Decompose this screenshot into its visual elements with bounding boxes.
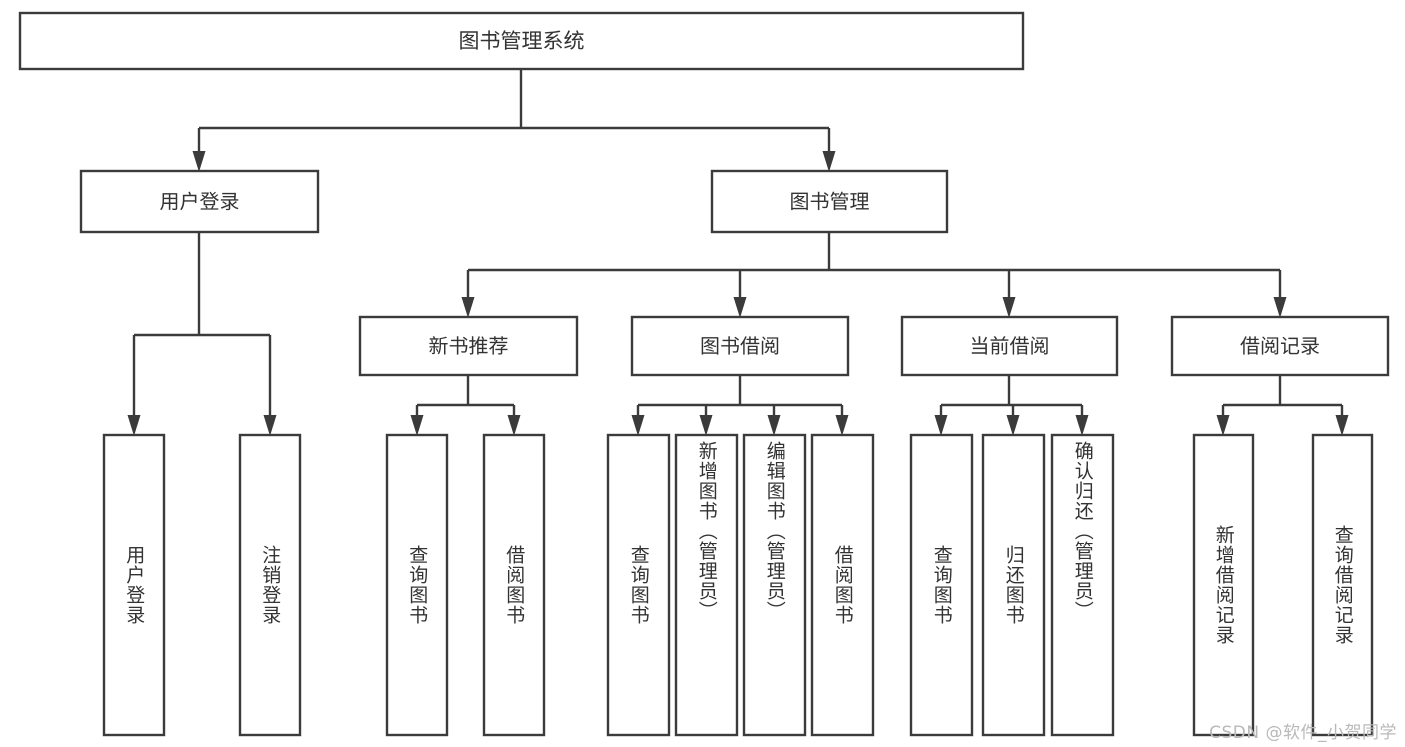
node-label: 当前借阅 [970,334,1050,358]
connector-group-图书借阅 [631,375,849,436]
arrow-head-icon [1075,415,1089,436]
node-l3-新书推荐[interactable] [358,315,579,377]
node-root-图书管理系统[interactable] [18,11,1025,71]
arrow-head-icon [767,415,781,436]
arrow-head-icon [699,415,713,436]
node-leaf-查询借阅记录[interactable] [1311,433,1374,737]
node-label: 图书管理 [790,190,870,214]
arrow-head-icon [263,415,277,436]
node-label: 借阅记录 [1240,334,1320,358]
node-label: 用户登录 [160,190,240,214]
node-leaf-查询图书[interactable] [385,433,449,737]
arrow-head-icon [1002,297,1016,318]
csdn-watermark: CSDN @软件_小贺同学 [1209,723,1397,743]
connector-group-用户登录 [127,232,277,436]
arrow-head-icon [410,415,424,436]
arrow-head-icon [1273,297,1287,318]
node-l3-当前借阅[interactable] [900,315,1119,377]
node-leaf-编辑图书管理员[interactable] [742,433,807,737]
connector-group-借阅记录 [1216,375,1349,436]
node-label: 图书借阅 [700,334,780,358]
node-leaf-查询图书[interactable] [909,433,974,737]
node-leaf-用户登录[interactable] [102,433,166,737]
arrow-head-icon [127,415,141,436]
node-leaf-注销登录[interactable] [238,433,302,737]
connector-layer [127,69,1349,436]
arrow-head-icon [631,415,645,436]
connector-group-新书推荐 [410,375,521,436]
arrow-head-icon [835,415,849,436]
node-leaf-借阅图书[interactable] [810,433,875,737]
node-leaf-新增图书管理员[interactable] [674,433,739,737]
arrow-head-icon [1335,415,1349,436]
node-label: 新书推荐 [429,334,509,358]
node-leaf-借阅图书[interactable] [482,433,546,737]
connector-group-图书管理系统 [192,69,836,172]
node-l3-借阅记录[interactable] [1170,315,1390,377]
node-leaf-新增借阅记录[interactable] [1192,433,1255,737]
arrow-head-icon [192,151,206,172]
arrow-head-icon [1006,415,1020,436]
connector-group-图书管理 [461,232,1287,318]
node-leaf-归还图书[interactable] [981,433,1046,737]
node-l3-图书借阅[interactable] [630,315,850,377]
arrow-head-icon [822,151,836,172]
node-l2-用户登录[interactable] [79,169,320,234]
node-leaf-确认归还管理员[interactable] [1050,433,1115,737]
node-l2-图书管理[interactable] [710,169,949,234]
arrow-head-icon [934,415,948,436]
arrow-head-icon [461,297,475,318]
node-label: 图书管理系统 [459,29,585,53]
arrow-head-icon [1216,415,1230,436]
arrow-head-icon [733,297,747,318]
node-layer [18,11,1390,737]
arrow-head-icon [507,415,521,436]
connector-group-当前借阅 [934,375,1089,436]
node-leaf-查询图书[interactable] [606,433,671,737]
